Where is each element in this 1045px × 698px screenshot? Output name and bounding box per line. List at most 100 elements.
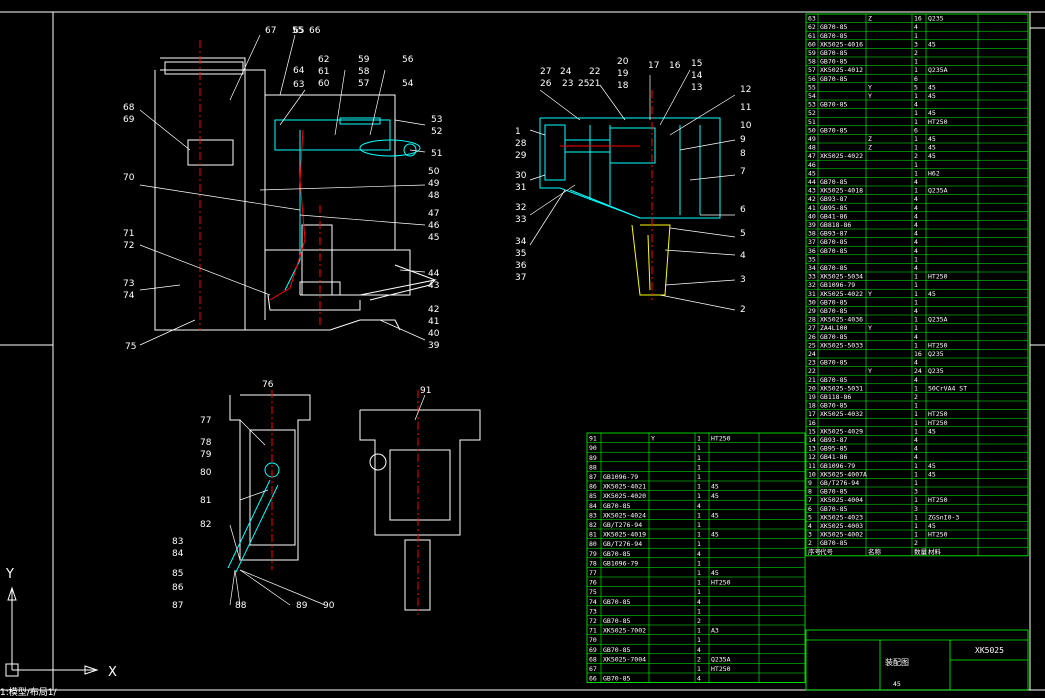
balloon: 83 [172, 537, 183, 547]
balloon: 12 [740, 85, 751, 95]
table-cell: 4 [914, 230, 918, 238]
table-cell: 2 [697, 655, 701, 663]
table-cell: 15 [808, 427, 816, 435]
table-cell: 4 [914, 204, 918, 212]
balloon: 87 [172, 601, 183, 611]
table-cell: 35 [808, 255, 816, 263]
table-cell: 9 [808, 479, 812, 487]
balloon: 88 [235, 601, 247, 611]
balloon: 74 [123, 291, 135, 301]
table-cell: 16 [914, 350, 922, 358]
balloon: 37 [515, 273, 526, 283]
table-cell: 45 [928, 109, 936, 117]
table-cell: 77 [589, 569, 597, 577]
table-cell: XK5025-4036 [820, 316, 863, 324]
table-cell: HT250 [928, 273, 948, 281]
drawing-code: XK5025 [975, 646, 1004, 655]
table-cell: Z [868, 144, 872, 152]
balloon: 2 [740, 305, 746, 315]
balloon: 60 [318, 79, 330, 89]
table-cell: 20 [808, 384, 816, 392]
table-cell: Y [651, 435, 655, 443]
table-cell: 31 [808, 290, 816, 298]
table-cell: 45 [928, 427, 936, 435]
table-cell: XK5025-4003 [820, 522, 863, 530]
table-cell: 56 [808, 75, 816, 83]
table-cell: GB70-85 [820, 101, 847, 109]
table-cell: 84 [589, 502, 597, 510]
view-column-assembly [154, 40, 437, 331]
balloon: 51 [431, 149, 442, 159]
balloon: 4 [740, 251, 746, 261]
table-cell: 1 [914, 281, 918, 289]
table-cell: Q235A [928, 316, 948, 324]
table-cell: 50CrVA4 ST [928, 384, 967, 392]
balloon: 20 [617, 57, 629, 67]
balloon: 50 [428, 167, 440, 177]
layout-tabs[interactable]: 1:模型/布局1/ [0, 688, 57, 698]
table-cell: 1 [914, 187, 918, 195]
table-cell: 1 [914, 496, 918, 504]
balloon: 29 [515, 151, 527, 161]
balloons-view2: 27 26 24 23 22 21 20 19 18 17 16 15 14 1… [515, 57, 752, 315]
balloon: 24 [560, 67, 572, 77]
balloon: 15 [691, 59, 702, 69]
table-cell: GB70-85 [603, 502, 630, 510]
table-cell: GB70-85 [820, 126, 847, 134]
table-cell: 1 [697, 492, 701, 500]
table-cell: XK5025-4002 [820, 531, 863, 539]
table-cell: 51 [808, 118, 816, 126]
page-number: 45 [893, 680, 901, 688]
balloon: 16 [669, 61, 681, 71]
table-cell: 4 [697, 502, 701, 510]
balloon: 19 [617, 69, 629, 79]
table-cell: 23 [808, 359, 816, 367]
table-cell: 1 [697, 521, 701, 529]
table-cell: Y [868, 324, 872, 332]
table-cell: 18 [808, 402, 816, 410]
table-cell: 79 [589, 550, 597, 558]
balloons-view3: 76 77 78 79 80 81 82 83 84 85 86 87 88 8… [172, 380, 335, 611]
table-cell: 名称 [868, 547, 882, 556]
table-cell: XK5025-7002 [603, 627, 646, 635]
table-cell: 29 [808, 307, 816, 315]
table-cell: 45 [928, 135, 936, 143]
table-cell: GB70-85 [603, 550, 630, 558]
table-cell: XK5025-4018 [820, 187, 863, 195]
balloon: 23 [562, 79, 573, 89]
balloon: 45 [428, 233, 439, 243]
table-cell: GB70-85 [820, 505, 847, 513]
table-cell: 4 [914, 212, 918, 220]
table-cell: XK5025-4021 [603, 483, 646, 491]
balloons-view1: 67 65 66 68 69 64 63 62 61 60 59 58 57 5… [123, 26, 442, 352]
axis-y-label: Y [5, 567, 14, 582]
table-cell: GB70-85 [820, 539, 847, 547]
table-cell: Z [868, 15, 872, 23]
table-cell: 46 [808, 161, 816, 169]
table-cell: 41 [808, 204, 816, 212]
table-cell: 1 [914, 410, 918, 418]
balloon: 79 [200, 450, 212, 460]
table-cell: Q235 [928, 350, 944, 358]
table-cell: 1 [914, 402, 918, 410]
balloon: 3 [740, 275, 746, 285]
table-cell: GB118-86 [820, 393, 851, 401]
table-cell: 4 [914, 307, 918, 315]
table-cell: GB41-86 [820, 453, 847, 461]
balloon: 61 [318, 67, 329, 77]
table-cell: 4 [914, 264, 918, 272]
table-cell: 45 [808, 169, 816, 177]
table-cell: 1 [697, 511, 701, 519]
table-cell: 60 [808, 40, 816, 48]
table-cell: 45 [711, 492, 719, 500]
table-cell: 45 [711, 569, 719, 577]
balloon: 36 [515, 261, 527, 271]
table-cell: XK5025-4022 [820, 290, 863, 298]
drawing-frame [0, 11, 1045, 691]
table-cell: 4 [914, 101, 918, 109]
table-cell: HT250 [928, 419, 948, 427]
table-cell: 45 [928, 522, 936, 530]
table-cell: 24 [808, 350, 816, 358]
table-cell: GB70-85 [820, 488, 847, 496]
